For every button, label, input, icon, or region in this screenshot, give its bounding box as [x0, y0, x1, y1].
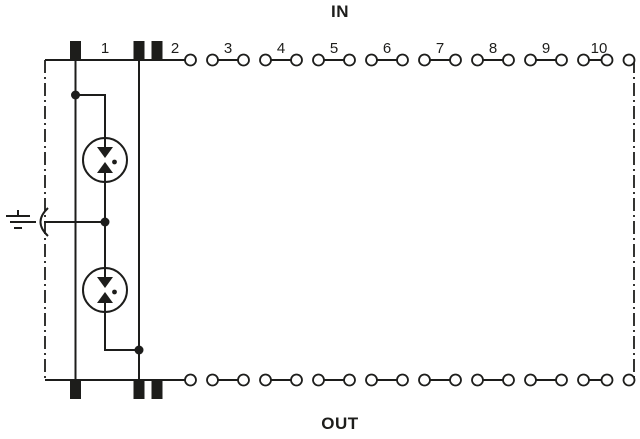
terminal-circle [396, 53, 409, 67]
plug-contact-bar [70, 379, 81, 399]
terminal-circle [600, 373, 614, 387]
terminal-circle [290, 373, 303, 387]
plug-contact-bar [70, 41, 81, 61]
channel-number-2: 2 [171, 40, 179, 57]
terminal-circle [312, 373, 325, 387]
terminal-circle [622, 53, 636, 67]
ground-connection [6, 207, 105, 237]
terminal-circle [600, 53, 614, 67]
channel-number-10: 10 [591, 40, 608, 57]
plug-contact-bar [151, 41, 163, 61]
terminal-circle [343, 53, 356, 67]
arrester-arrow-up-icon [97, 292, 113, 303]
terminal-circle [343, 373, 356, 387]
terminal-circle [622, 373, 636, 387]
terminal-circle [237, 373, 250, 387]
channel-numbers: 1 2 3 4 5 6 7 8 9 10 [101, 40, 608, 57]
arrester-arrow-down-icon [97, 147, 113, 158]
junction-dot-bottom [134, 345, 144, 355]
junction-dot-top [71, 90, 80, 100]
terminal-circle [396, 373, 409, 387]
terminal-circle [365, 53, 378, 67]
channel-number-8: 8 [489, 40, 497, 57]
terminal-circle [502, 373, 515, 387]
plug-contacts-bottom [70, 379, 163, 399]
terminal-circle [577, 373, 590, 387]
terminal-circle [471, 373, 484, 387]
out-terminals [184, 373, 636, 387]
terminal-circle [184, 53, 197, 67]
surge-arrester-upper-icon [82, 137, 128, 183]
terminal-circle [555, 53, 568, 67]
terminal-circle [206, 53, 219, 67]
earth-ground-icon [6, 210, 30, 229]
terminal-circle [237, 53, 250, 67]
junction-dot-middle [100, 217, 110, 227]
in-terminals [184, 53, 636, 67]
arrester-arrow-up-icon [97, 162, 113, 173]
channel-number-9: 9 [542, 40, 550, 57]
terminal-circle [206, 373, 219, 387]
terminal-circle [577, 53, 590, 67]
terminal-circle [502, 53, 515, 67]
terminal-circle [524, 373, 537, 387]
terminal-circle [312, 53, 325, 67]
channel-number-5: 5 [330, 40, 338, 57]
terminal-circle [184, 373, 197, 387]
terminal-circle [471, 53, 484, 67]
out-label: OUT [321, 414, 359, 433]
terminal-circle [555, 373, 568, 387]
channel-number-4: 4 [277, 40, 285, 57]
terminal-circle [259, 53, 272, 67]
terminal-circle [449, 53, 462, 67]
in-label: IN [331, 2, 349, 21]
channel-number-1: 1 [101, 40, 109, 57]
ground-plug-arc-icon [39, 207, 49, 237]
surge-arrester-lower-icon [82, 267, 128, 313]
plug-contact-bar [133, 379, 145, 399]
terminal-circle [259, 373, 272, 387]
terminal-circle [365, 373, 378, 387]
gas-filled-dot [112, 159, 117, 165]
terminal-circle [524, 53, 537, 67]
plug-contacts-top [70, 41, 163, 61]
channel-number-6: 6 [383, 40, 391, 57]
channel-number-3: 3 [224, 40, 232, 57]
terminal-circle [449, 373, 462, 387]
channel-number-7: 7 [436, 40, 444, 57]
terminal-circle [418, 373, 431, 387]
terminal-circle [418, 53, 431, 67]
plug-contact-bar [133, 41, 145, 61]
plug-contact-bar [151, 379, 163, 399]
arrester-arrow-down-icon [97, 277, 113, 288]
terminal-circle [290, 53, 303, 67]
gas-filled-dot [112, 289, 117, 295]
